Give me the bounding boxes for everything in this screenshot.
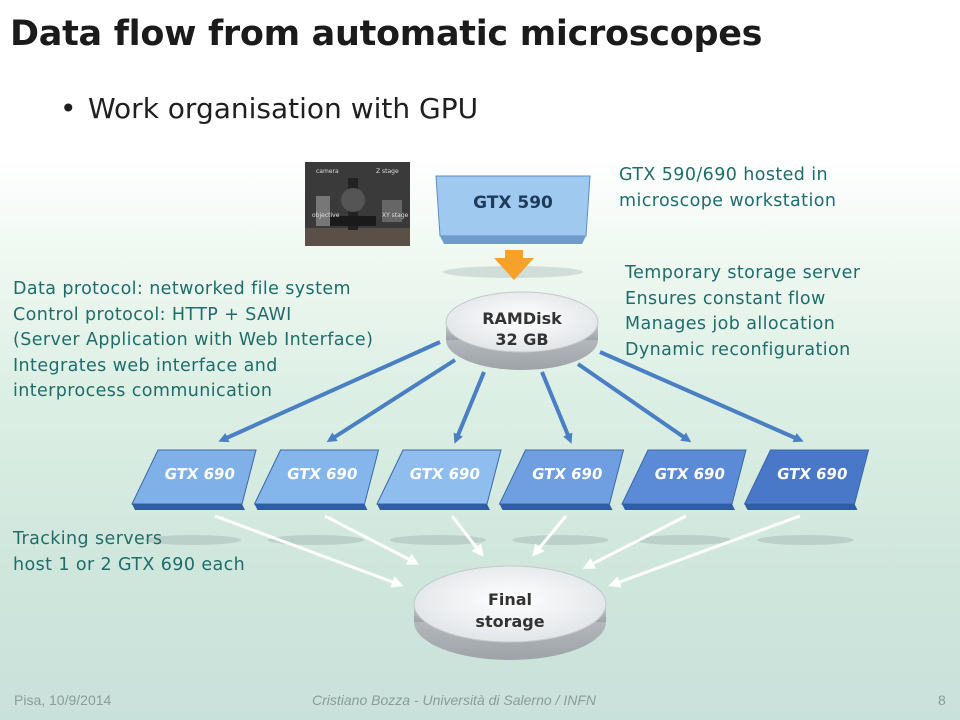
gpu-box-label: GTX 690 (531, 465, 604, 483)
workstation-note-line-1: GTX 590/690 hosted in (619, 165, 829, 185)
gpu-box-edge (622, 504, 735, 510)
storage-server-note-line-3: Manages job allocation (625, 314, 836, 334)
footer-author: Cristiano Bozza - Università di Salerno … (312, 692, 596, 708)
protocol-note-line-2: Control protocol: HTTP + SAWI (13, 304, 292, 325)
gpu-box-label: GTX 690 (408, 465, 481, 483)
gpu-box-shadow (267, 535, 364, 545)
gtx590-label: GTX 590 (473, 193, 553, 213)
blue-arrow-5 (576, 362, 692, 443)
gpu-box-3: GTX 690 (376, 449, 502, 545)
blue-arrow-1 (218, 340, 441, 443)
gpu-box-shadow (390, 535, 486, 545)
white-arrow-2 (324, 514, 420, 565)
blue-arrow-4 (540, 371, 573, 444)
gpu-box-edge (132, 504, 245, 510)
gpu-box-shadow (512, 535, 609, 545)
ramdisk-label-line1: RAMDisk (482, 309, 562, 328)
gpu-box-edge (499, 504, 613, 510)
bullet-dot: • (60, 92, 77, 125)
gpu-box-edge (377, 504, 490, 510)
footer-page-number: 8 (938, 692, 946, 708)
gpu-box-shadow (145, 535, 241, 545)
gpu-box-label: GTX 690 (286, 465, 359, 483)
protocol-note: Data protocol: networked file system Con… (13, 277, 373, 405)
photo-label-camera: camera (316, 168, 339, 175)
blue-arrows (218, 340, 804, 444)
tracking-note: Tracking servers host 1 or 2 GTX 690 eac… (13, 527, 245, 578)
gpu-box-edge (254, 504, 368, 510)
gpu-box-6: GTX 690 (743, 449, 870, 545)
blue-arrow-2 (326, 358, 457, 443)
workstation-note: GTX 590/690 hosted in microscope worksta… (619, 163, 836, 214)
blue-arrow-3 (453, 371, 486, 444)
protocol-note-line-1: Data protocol: networked file system (13, 279, 351, 299)
white-arrow-1 (214, 514, 404, 588)
gpu-box-4: GTX 690 (498, 449, 625, 545)
storage-server-note-line-4: Dynamic reconfiguration (625, 339, 851, 360)
gpu-row: GTX 690 GTX 690 GTX 690 GTX 690 GTX 690 GTX 6… (131, 449, 870, 545)
gpu-box-label: GTX 690 (776, 465, 849, 483)
photo-label-xystage: XY stage (382, 212, 409, 219)
protocol-note-line-5: interprocess communication (13, 381, 273, 401)
white-arrows (214, 514, 801, 588)
microscope-photo: camera Z stage objective XY stage (305, 162, 410, 246)
gpu-box-edge (744, 504, 858, 510)
ramdisk-label-line2: 32 GB (495, 330, 548, 349)
ramdisk-disk: RAMDisk 32 GB (445, 291, 599, 370)
gpu-box-1: GTX 690 (131, 449, 257, 545)
white-arrow-6 (608, 514, 801, 588)
gtx590-box: GTX 590 (435, 175, 591, 244)
white-arrow-3 (450, 515, 484, 557)
bullet-text: Work organisation with GPU (88, 92, 479, 125)
storage-server-note-line-1: Temporary storage server (625, 263, 861, 283)
gpu-box-2: GTX 690 (253, 449, 380, 545)
tracking-note-line-2: host 1 or 2 GTX 690 each (13, 554, 246, 575)
gpu-box-label: GTX 690 (163, 465, 236, 483)
bullet-item: • Work organisation with GPU (60, 92, 478, 125)
gpu-box-label: GTX 690 (653, 465, 726, 483)
footer-date: Pisa, 10/9/2014 (14, 692, 112, 708)
storage-server-note-line-2: Ensures constant flow (625, 288, 826, 309)
gpu-box-shadow (757, 535, 854, 545)
white-arrow-5 (582, 514, 687, 569)
protocol-note-line-3: (Server Application with Web Interface) (13, 330, 374, 350)
photo-label-objective: objective (312, 212, 340, 219)
gpu-box-shadow (635, 535, 731, 545)
final-storage-disk: Final storage (413, 565, 607, 660)
final-storage-label-line2: storage (475, 612, 544, 631)
blue-arrow-6 (599, 350, 804, 443)
storage-server-note: Temporary storage server Ensures constan… (625, 261, 860, 363)
orange-down-arrow (494, 250, 534, 280)
final-storage-label-line1: Final (488, 590, 532, 609)
photo-label-zstage: Z stage (376, 168, 399, 175)
workstation-note-line-2: microscope workstation (619, 190, 837, 211)
slide-title: Data flow from automatic microscopes (10, 14, 763, 54)
tracking-note-line-1: Tracking servers (13, 529, 163, 549)
protocol-note-line-4: Integrates web interface and (13, 355, 278, 376)
gpu-box-5: GTX 690 (621, 449, 747, 545)
white-arrow-4 (532, 515, 568, 557)
